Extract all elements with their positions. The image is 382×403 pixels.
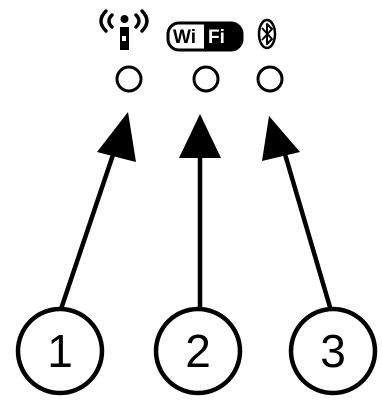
bluetooth-icon: [257, 18, 277, 50]
wifi-label-w: Wi: [173, 27, 196, 48]
led-indicator-2: [192, 65, 220, 93]
callout-2: 2: [153, 306, 243, 396]
callout-3: 3: [288, 306, 378, 396]
arrow-1: [57, 112, 136, 313]
callout-1-number: 1: [47, 325, 73, 377]
arrow-3: [262, 116, 335, 315]
led-indicator-3: [256, 65, 284, 93]
callout-1: 1: [15, 306, 105, 396]
arrow-2: [179, 114, 221, 313]
wifi-logo-icon: Wi Fi: [166, 21, 244, 52]
led-indicator-1: [115, 65, 143, 93]
callout-3-number: 3: [320, 325, 346, 377]
callout-2-number: 2: [185, 325, 211, 377]
wifi-label-fi: Fi: [208, 27, 225, 48]
wireless-antenna-icon: [99, 9, 149, 50]
